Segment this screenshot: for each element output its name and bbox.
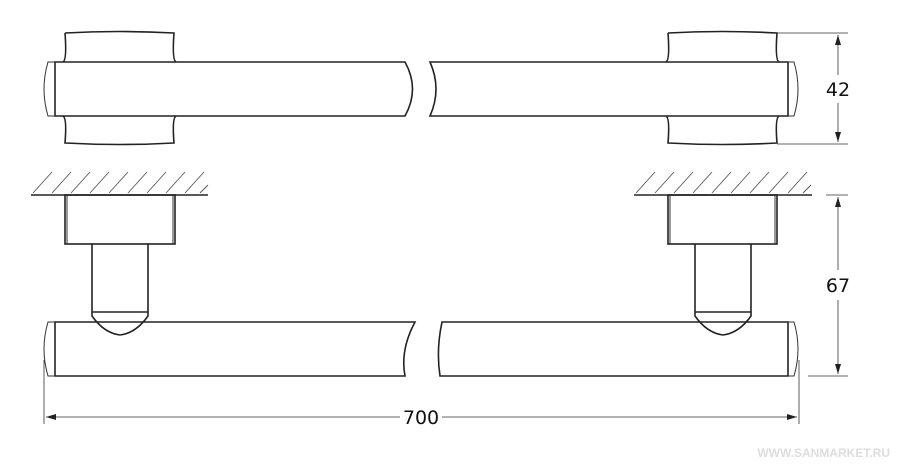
bar-left-segment-side (54, 321, 417, 377)
dimension-42: 42 (777, 32, 850, 145)
end-cap-left-side (43, 321, 55, 377)
end-cap-right-top (788, 61, 799, 117)
dimension-label-67: 67 (826, 275, 850, 297)
bar-right-segment-side (437, 321, 789, 377)
left-wall-mount (64, 194, 176, 245)
dimension-67: 67 (808, 194, 850, 377)
end-cap-left-top (43, 61, 55, 117)
bar-right-segment-top (428, 61, 789, 117)
left-bracket-top (62, 30, 177, 146)
dimension-label-42: 42 (826, 79, 850, 101)
right-bracket-top (665, 30, 780, 146)
top-view (43, 30, 799, 146)
bar-left-segment-top (54, 61, 414, 117)
side-view (31, 171, 812, 377)
end-cap-right-side (788, 321, 799, 377)
dimension-label-700: 700 (403, 407, 439, 429)
wall-hatch-right (634, 171, 812, 196)
watermark: WWW.SANMARKET.RU (757, 446, 890, 460)
dimension-700: 700 (43, 360, 800, 429)
wall-hatch-left (31, 171, 209, 196)
right-wall-mount (667, 194, 778, 245)
